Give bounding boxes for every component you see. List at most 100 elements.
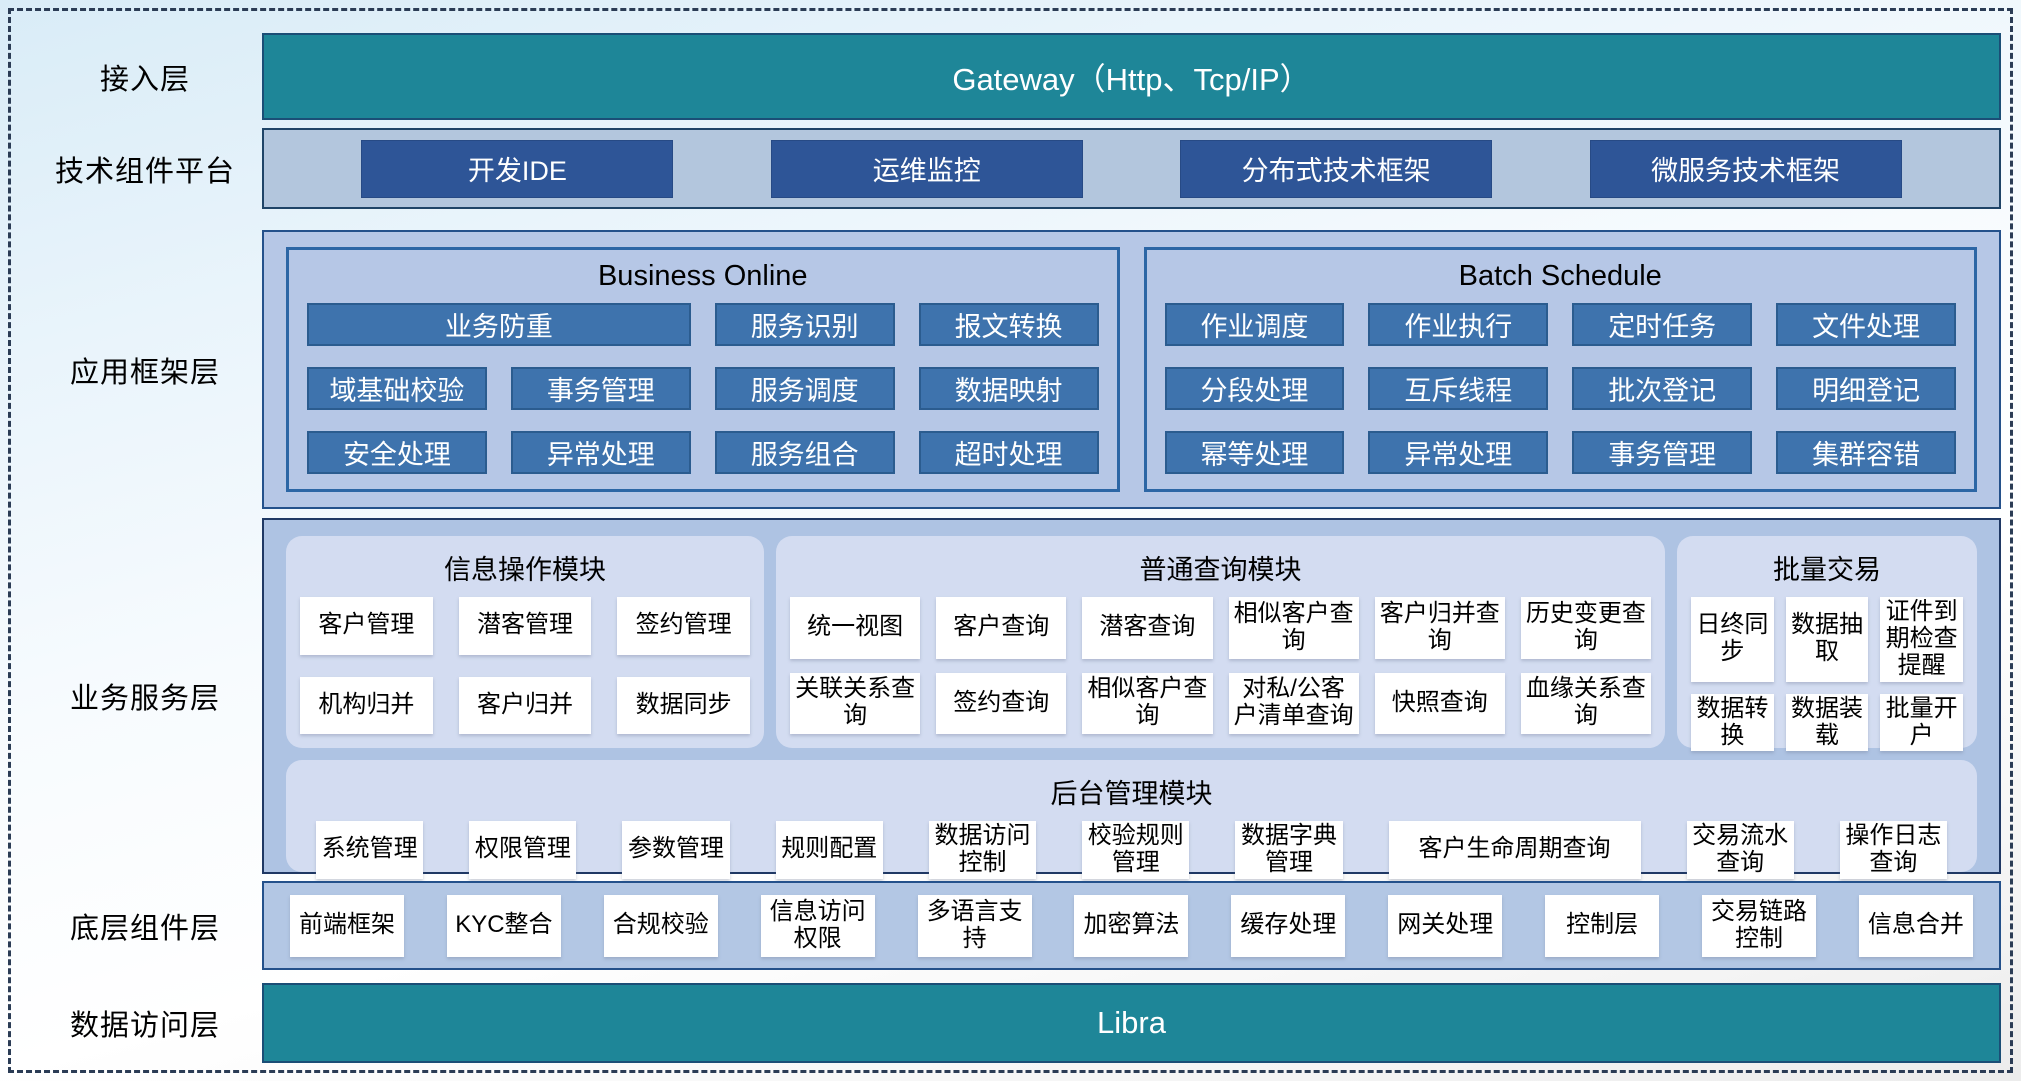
- query-module-node: 统一视图: [790, 597, 921, 659]
- base-component-node: 信息合并: [1858, 894, 1973, 957]
- batch-schedule-grid: 作业调度 作业执行 定时任务 文件处理 分段处理 互斥线程 批次登记 明细登记 …: [1164, 303, 1956, 474]
- query-module-node: 签约查询: [936, 672, 1067, 734]
- query-module-box: 普通查询模块 统一视图 客户查询 潜客查询 相似客户查询 客户归并查询 历史变更…: [776, 536, 1665, 748]
- batch-trade-grid: 日终同步 数据抽取 证件到期检查提醒 数据转换 数据装载 批量开户: [1691, 597, 1963, 752]
- business-online-node: 安全处理: [307, 431, 487, 474]
- batch-trade-node: 数据装载: [1785, 693, 1869, 752]
- batch-schedule-node: 互斥线程: [1368, 367, 1549, 410]
- base-component-node: 多语言支持: [917, 894, 1032, 957]
- business-service-band: 信息操作模块 客户管理 潜客管理 签约管理 机构归并 客户归并 数据同步 普通查…: [262, 518, 2001, 879]
- query-module-node: 客户查询: [936, 597, 1067, 659]
- info-module-node: 潜客管理: [458, 597, 592, 655]
- batch-schedule-node: 集群容错: [1776, 431, 1956, 474]
- business-online-node: 域基础校验: [307, 367, 487, 410]
- business-online-node: 事务管理: [510, 367, 691, 410]
- business-online-node: 报文转换: [918, 303, 1099, 346]
- query-module-grid: 统一视图 客户查询 潜客查询 相似客户查询 客户归并查询 历史变更查询 关联关系…: [790, 597, 1651, 734]
- base-component-node: 加密算法: [1074, 894, 1189, 957]
- batch-trade-node: 批量开户: [1880, 693, 1963, 752]
- admin-module-node: 数据字典管理: [1235, 821, 1343, 879]
- batch-schedule-node: 分段处理: [1164, 367, 1345, 410]
- admin-module-node: 交易流水查询: [1686, 821, 1794, 879]
- batch-trade-title: 批量交易: [1773, 555, 1881, 585]
- info-module-node: 数据同步: [617, 676, 750, 734]
- batch-schedule-node: 异常处理: [1368, 431, 1549, 474]
- layer-label-base-components: 底层组件层: [69, 912, 220, 945]
- app-framework-band: Business Online 业务防重 服务识别 报文转换 域基础校验 事务管…: [262, 230, 2001, 509]
- info-module-node: 客户归并: [458, 676, 592, 734]
- base-component-node: 控制层: [1545, 894, 1660, 957]
- tech-node: 开发IDE: [361, 139, 674, 198]
- info-module-grid: 客户管理 潜客管理 签约管理 机构归并 客户归并 数据同步: [300, 597, 750, 734]
- info-module-title: 信息操作模块: [444, 555, 606, 585]
- info-module-node: 签约管理: [617, 597, 750, 655]
- batch-schedule-node: 批次登记: [1572, 367, 1753, 410]
- admin-module-node: 客户生命周期查询: [1388, 821, 1641, 879]
- business-online-node: 服务组合: [714, 431, 895, 474]
- batch-schedule-node: 定时任务: [1572, 303, 1753, 346]
- query-module-node: 对私/公客户清单查询: [1228, 672, 1359, 734]
- admin-module-node: 规则配置: [775, 821, 883, 879]
- batch-schedule-node: 作业调度: [1164, 303, 1345, 346]
- tech-node: 分布式技术框架: [1180, 139, 1493, 198]
- admin-module-node: 校验规则管理: [1082, 821, 1190, 879]
- business-online-node: 业务防重: [307, 303, 691, 346]
- tech-node: 运维监控: [770, 139, 1083, 198]
- query-module-node: 相似客户查询: [1082, 672, 1213, 734]
- batch-schedule-node: 作业执行: [1368, 303, 1549, 346]
- batch-trade-box: 批量交易 日终同步 数据抽取 证件到期检查提醒 数据转换 数据装载 批量开户: [1677, 536, 1977, 752]
- query-module-node: 相似客户查询: [1228, 597, 1359, 659]
- admin-module-node: 参数管理: [622, 821, 730, 879]
- base-component-node: 交易链路控制: [1702, 894, 1817, 957]
- base-component-node: 合规校验: [603, 894, 718, 957]
- business-online-node: 服务调度: [714, 367, 895, 410]
- query-module-node: 历史变更查询: [1520, 597, 1651, 659]
- batch-schedule-node: 事务管理: [1572, 431, 1753, 474]
- business-online-node: 超时处理: [918, 431, 1099, 474]
- batch-schedule-node: 幂等处理: [1164, 431, 1345, 474]
- base-component-node: 前端框架: [290, 894, 404, 957]
- base-component-node: KYC整合: [446, 894, 561, 957]
- admin-module-title: 后台管理模块: [1050, 779, 1213, 809]
- info-module-node: 机构归并: [300, 676, 433, 734]
- batch-trade-node: 数据抽取: [1785, 597, 1869, 682]
- batch-schedule-node: 文件处理: [1776, 303, 1956, 346]
- admin-module-node: 系统管理: [316, 821, 424, 879]
- query-module-node: 客户归并查询: [1374, 597, 1505, 659]
- batch-trade-node: 证件到期检查提醒: [1880, 597, 1963, 682]
- query-module-node: 关联关系查询: [790, 672, 921, 734]
- libra-bar: Libra: [262, 983, 2001, 1063]
- business-online-box: Business Online 业务防重 服务识别 报文转换 域基础校验 事务管…: [286, 247, 1120, 492]
- business-online-node: 数据映射: [918, 367, 1099, 410]
- layer-label-access: 接入层: [99, 63, 190, 96]
- info-module-node: 客户管理: [300, 597, 433, 655]
- batch-schedule-title: Batch Schedule: [1458, 260, 1662, 292]
- base-component-node: 信息访问权限: [760, 894, 875, 957]
- batch-trade-node: 数据转换: [1691, 693, 1774, 752]
- base-component-node: 缓存处理: [1231, 894, 1346, 957]
- service-top-row: 信息操作模块 客户管理 潜客管理 签约管理 机构归并 客户归并 数据同步 普通查…: [286, 536, 1977, 752]
- tech-node: 微服务技术框架: [1589, 139, 1902, 198]
- batch-schedule-box: Batch Schedule 作业调度 作业执行 定时任务 文件处理 分段处理 …: [1143, 247, 1977, 492]
- layer-label-tech-platform: 技术组件平台: [54, 155, 235, 188]
- business-online-title: Business Online: [597, 260, 808, 292]
- base-component-node: 网关处理: [1388, 894, 1503, 957]
- query-module-title: 普通查询模块: [1139, 555, 1302, 585]
- layer-label-data-access: 数据访问层: [69, 1010, 220, 1042]
- layer-label-app-framework: 应用框架层: [69, 356, 220, 389]
- business-online-node: 服务识别: [714, 303, 895, 346]
- query-module-node: 血缘关系查询: [1520, 672, 1651, 734]
- business-online-node: 异常处理: [510, 431, 691, 474]
- admin-module-box: 后台管理模块 系统管理 权限管理 参数管理 规则配置 数据访问控制 校验规则管理…: [286, 760, 1977, 879]
- batch-trade-node: 日终同步: [1691, 597, 1774, 682]
- layer-label-business-service: 业务服务层: [69, 683, 220, 715]
- query-module-node: 潜客查询: [1082, 597, 1213, 659]
- business-online-grid: 业务防重 服务识别 报文转换 域基础校验 事务管理 服务调度 数据映射 安全处理…: [307, 303, 1099, 474]
- query-module-node: 快照查询: [1374, 672, 1505, 734]
- tech-platform-band: 开发IDE 运维监控 分布式技术框架 微服务技术框架: [262, 128, 2001, 209]
- admin-module-node: 权限管理: [469, 821, 577, 879]
- info-module-box: 信息操作模块 客户管理 潜客管理 签约管理 机构归并 客户归并 数据同步: [286, 536, 764, 748]
- gateway-bar: Gateway（Http、Tcp/IP）: [262, 33, 2001, 120]
- admin-module-node: 操作日志查询: [1839, 821, 1947, 879]
